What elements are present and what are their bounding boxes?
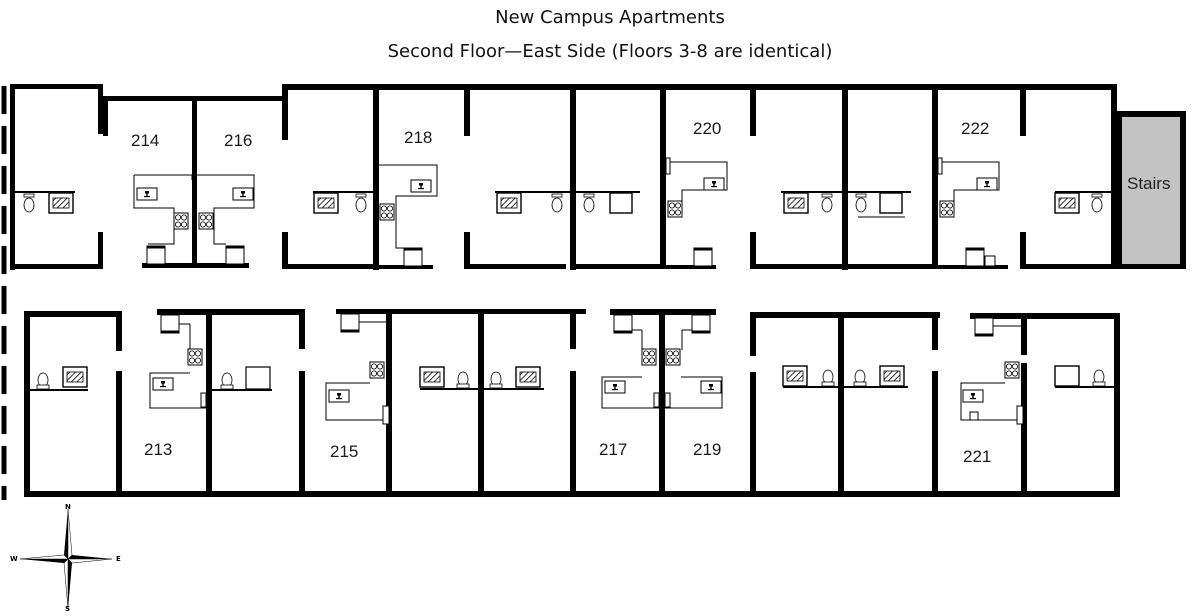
south-row-walls: [24, 309, 1120, 497]
room-217-label: 217: [599, 440, 628, 459]
compass-west-label: W: [10, 555, 18, 563]
compass-east-label: E: [116, 555, 121, 563]
compass-south-label: S: [65, 605, 71, 613]
stairs[interactable]: [1117, 111, 1186, 269]
room-222-label: 222: [961, 119, 990, 138]
south-row-fixtures: [30, 313, 1114, 425]
room-215-label: 215: [330, 442, 359, 461]
compass-rose-icon: [19, 508, 113, 610]
plan-subtitle: Second Floor—East Side (Floors 3-8 are i…: [387, 41, 833, 62]
room-221-label: 221: [963, 447, 992, 466]
room-218-label: 218: [404, 128, 433, 147]
room-220-label: 220: [693, 119, 722, 138]
room-216-label: 216: [224, 131, 253, 150]
room-213-label: 213: [144, 440, 173, 459]
room-214-label: 214: [131, 131, 160, 150]
compass-north-label: N: [65, 503, 71, 511]
plan-title: New Campus Apartments: [495, 7, 725, 28]
room-219-label: 219: [693, 440, 722, 459]
north-row-walls: [10, 84, 1117, 270]
north-row-fixtures: [15, 157, 1111, 267]
stairs-label: Stairs: [1127, 174, 1171, 193]
